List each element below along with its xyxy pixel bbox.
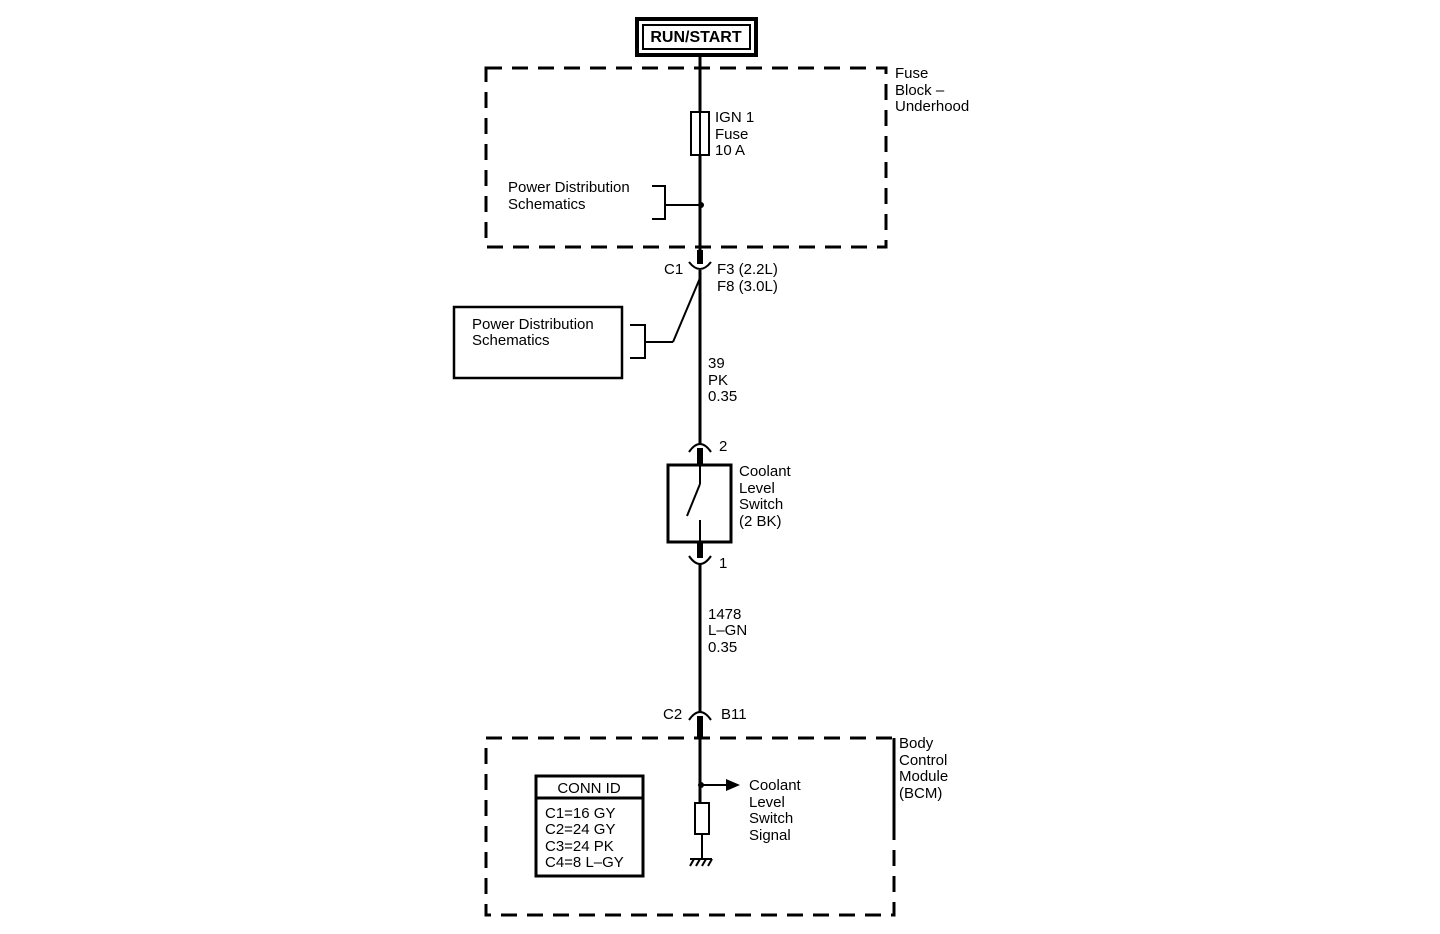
coolant-level-switch: Coolant Level Switch (2 BK) [666,463,792,544]
conn-id-table: CONN ID C1=16 GY C2=24 GY C3=24 PK C4=8 … [534,774,645,878]
fuse-label-3: 10 A [715,142,745,159]
bcm-label-1: Body [899,735,934,752]
conn-id-row: C2=24 GY [545,821,615,838]
c1-pin-label-1: F3 (2.2L) [717,261,778,278]
switch-pin-bottom-label: 1 [719,555,727,572]
body-control-module: Body Control Module (BCM) [484,735,948,917]
wire-2-color: L–GN [708,622,747,639]
wire-1-gauge: 0.35 [708,388,737,405]
c2-pin-label: B11 [721,706,747,723]
fuse-block-underhood: Fuse Block – Underhood [484,65,969,249]
fuse-block-label-2: Block – [895,82,945,99]
switch-label-1: Coolant [739,463,792,480]
switch-label-4: (2 BK) [739,513,782,530]
splice-dot [698,202,704,208]
fuse-block-label-3: Underhood [895,98,969,115]
connector-c1: C1 F3 (2.2L) F8 (3.0L) [664,250,778,295]
bcm-label-2: Control [899,752,947,769]
wire-1-color: PK [708,372,728,389]
fuse-label-1: IGN 1 [715,109,754,126]
switch-label-3: Switch [739,496,783,513]
signal-label-3: Switch [749,810,793,827]
bcm-label-3: Module [899,768,948,785]
connector-c2: C2 B11 [663,706,747,738]
conn-id-row: C1=16 GY [545,805,615,822]
c2-label: C2 [663,706,682,723]
conn-id-title: CONN ID [557,780,621,797]
conn-id-row: C4=8 L–GY [545,854,624,871]
power-source-label: RUN/START [650,29,741,46]
power-distribution-ref-outer: Power Distribution Schematics [452,277,701,380]
signal-label-2: Level [749,794,785,811]
power-distribution-ref-inner: Power Distribution Schematics [508,179,704,220]
conn-id-row: C3=24 PK [545,838,614,855]
wire-2-label: 1478 L–GN 0.35 [708,606,747,656]
pull-resistor [694,802,710,835]
fuse-block-label-1: Fuse [895,65,928,82]
switch-pin-top-connector: 2 [688,438,727,466]
switch-pin-bottom-connector: 1 [688,542,727,572]
ground-icon [689,858,713,867]
bcm-internal-circuit: Coolant Level Switch Signal [689,738,802,867]
bcm-label-4: (BCM) [899,785,942,802]
signal-arrow-icon [726,779,740,791]
c1-pin-label-2: F8 (3.0L) [717,278,778,295]
power-dist-inner-label-1: Power Distribution [508,179,630,196]
fuse-label-2: Fuse [715,126,748,143]
power-dist-outer-label-2: Schematics [472,332,550,349]
wire-2-gauge: 0.35 [708,639,737,656]
wire-2-circuit: 1478 [708,606,741,623]
power-source: RUN/START [635,17,758,57]
c1-label: C1 [664,261,683,278]
ign1-fuse: IGN 1 Fuse 10 A [690,109,754,159]
switch-pin-top-label: 2 [719,438,727,455]
power-dist-inner-label-2: Schematics [508,196,586,213]
signal-label-4: Signal [749,827,791,844]
wire-1-label: 39 PK 0.35 [708,355,737,405]
power-dist-outer-label-1: Power Distribution [472,316,594,333]
signal-label-1: Coolant [749,777,802,794]
wire-1-circuit: 39 [708,355,725,372]
switch-label-2: Level [739,480,775,497]
